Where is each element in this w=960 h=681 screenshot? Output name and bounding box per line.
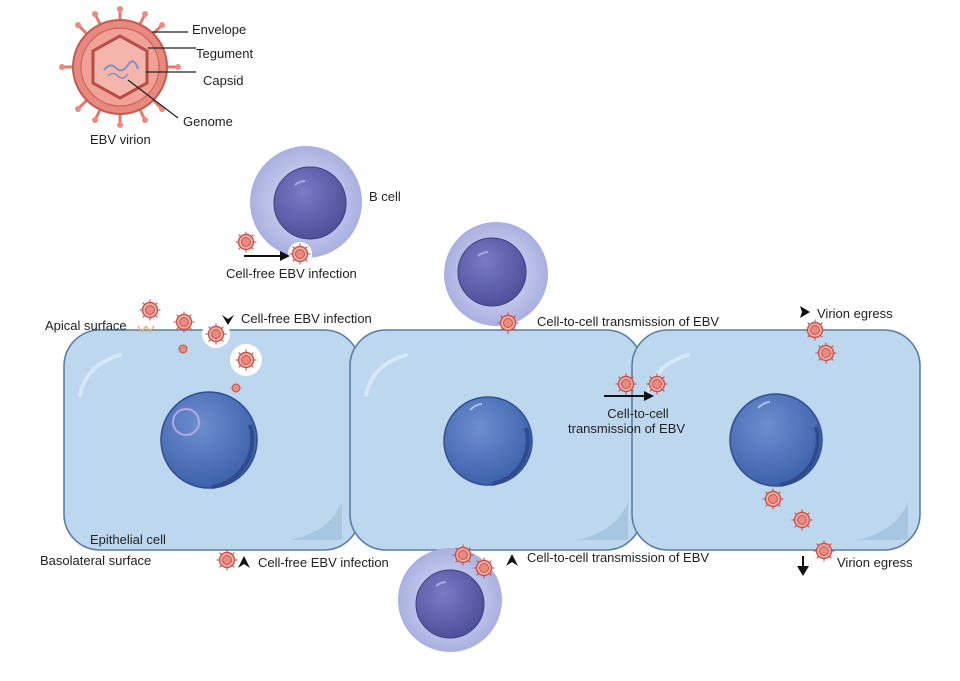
ebv-virion-illustration bbox=[59, 6, 196, 128]
label-virion-egress-bottom: Virion egress bbox=[837, 555, 913, 570]
label-ebv-virion: EBV virion bbox=[90, 132, 151, 147]
label-b-cell: B cell bbox=[369, 189, 401, 204]
label-apical-surface: Apical surface bbox=[45, 318, 127, 333]
label-basolateral-surface: Basolateral surface bbox=[40, 553, 152, 568]
label-envelope: Envelope bbox=[192, 22, 247, 37]
label-basolateral-infection: Cell-free EBV infection bbox=[258, 555, 389, 570]
epithelial-cells bbox=[63, 329, 921, 551]
label-tegument: Tegument bbox=[196, 46, 254, 61]
label-middle-cell-to-cell-line2: transmission of EBV bbox=[568, 421, 686, 436]
label-middle-cell-to-cell-line1: Cell-to-cell bbox=[607, 406, 669, 421]
label-virion-egress-top: Virion egress bbox=[817, 306, 893, 321]
virions bbox=[137, 230, 838, 580]
label-bottom-cell-to-cell: Cell-to-cell transmission of EBV bbox=[527, 550, 710, 565]
label-top-cell-to-cell: Cell-to-cell transmission of EBV bbox=[537, 314, 720, 329]
arrows bbox=[222, 251, 810, 576]
label-capsid: Capsid bbox=[203, 73, 244, 88]
b-cell-top bbox=[250, 146, 362, 258]
label-b-cell-free-infection: Cell-free EBV infection bbox=[226, 266, 357, 281]
b-cell-middle-top bbox=[444, 222, 548, 326]
label-apical-infection: Cell-free EBV infection bbox=[241, 311, 372, 326]
label-genome: Genome bbox=[183, 114, 233, 129]
b-cell-bottom bbox=[398, 548, 502, 652]
label-epithelial-cell: Epithelial cell bbox=[90, 532, 166, 547]
